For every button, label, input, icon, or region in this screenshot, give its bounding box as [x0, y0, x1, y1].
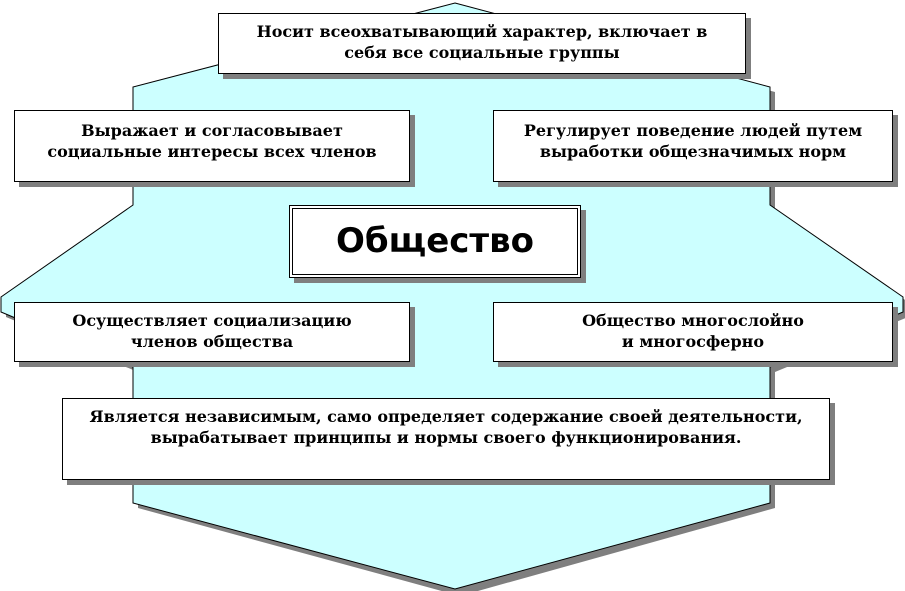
feature-box-socialization: Осуществляет социализацию членов обществ…: [14, 302, 410, 362]
central-concept-box: Общество: [289, 205, 581, 278]
feature-text-multilayered: Общество многослойно и многосферно: [582, 311, 804, 351]
feature-text-norms: Регулирует поведение людей путем выработ…: [523, 121, 863, 161]
central-concept-title: Общество: [335, 221, 535, 262]
feature-text-independence: Является независимым, само определяет со…: [89, 407, 803, 447]
feature-box-interests: Выражает и согласовывает социальные инте…: [14, 110, 410, 182]
feature-text-socialization: Осуществляет социализацию членов обществ…: [72, 311, 352, 351]
feature-box-norms: Регулирует поведение людей путем выработ…: [493, 110, 893, 182]
feature-box-multilayered: Общество многослойно и многосферно: [493, 302, 893, 362]
feature-text-all-encompassing: Носит всеохватывающий характер, включает…: [256, 22, 708, 62]
feature-box-all-encompassing: Носит всеохватывающий характер, включает…: [218, 13, 746, 74]
feature-text-interests: Выражает и согласовывает социальные инте…: [47, 121, 377, 161]
feature-box-independence: Является независимым, само определяет со…: [62, 398, 830, 480]
